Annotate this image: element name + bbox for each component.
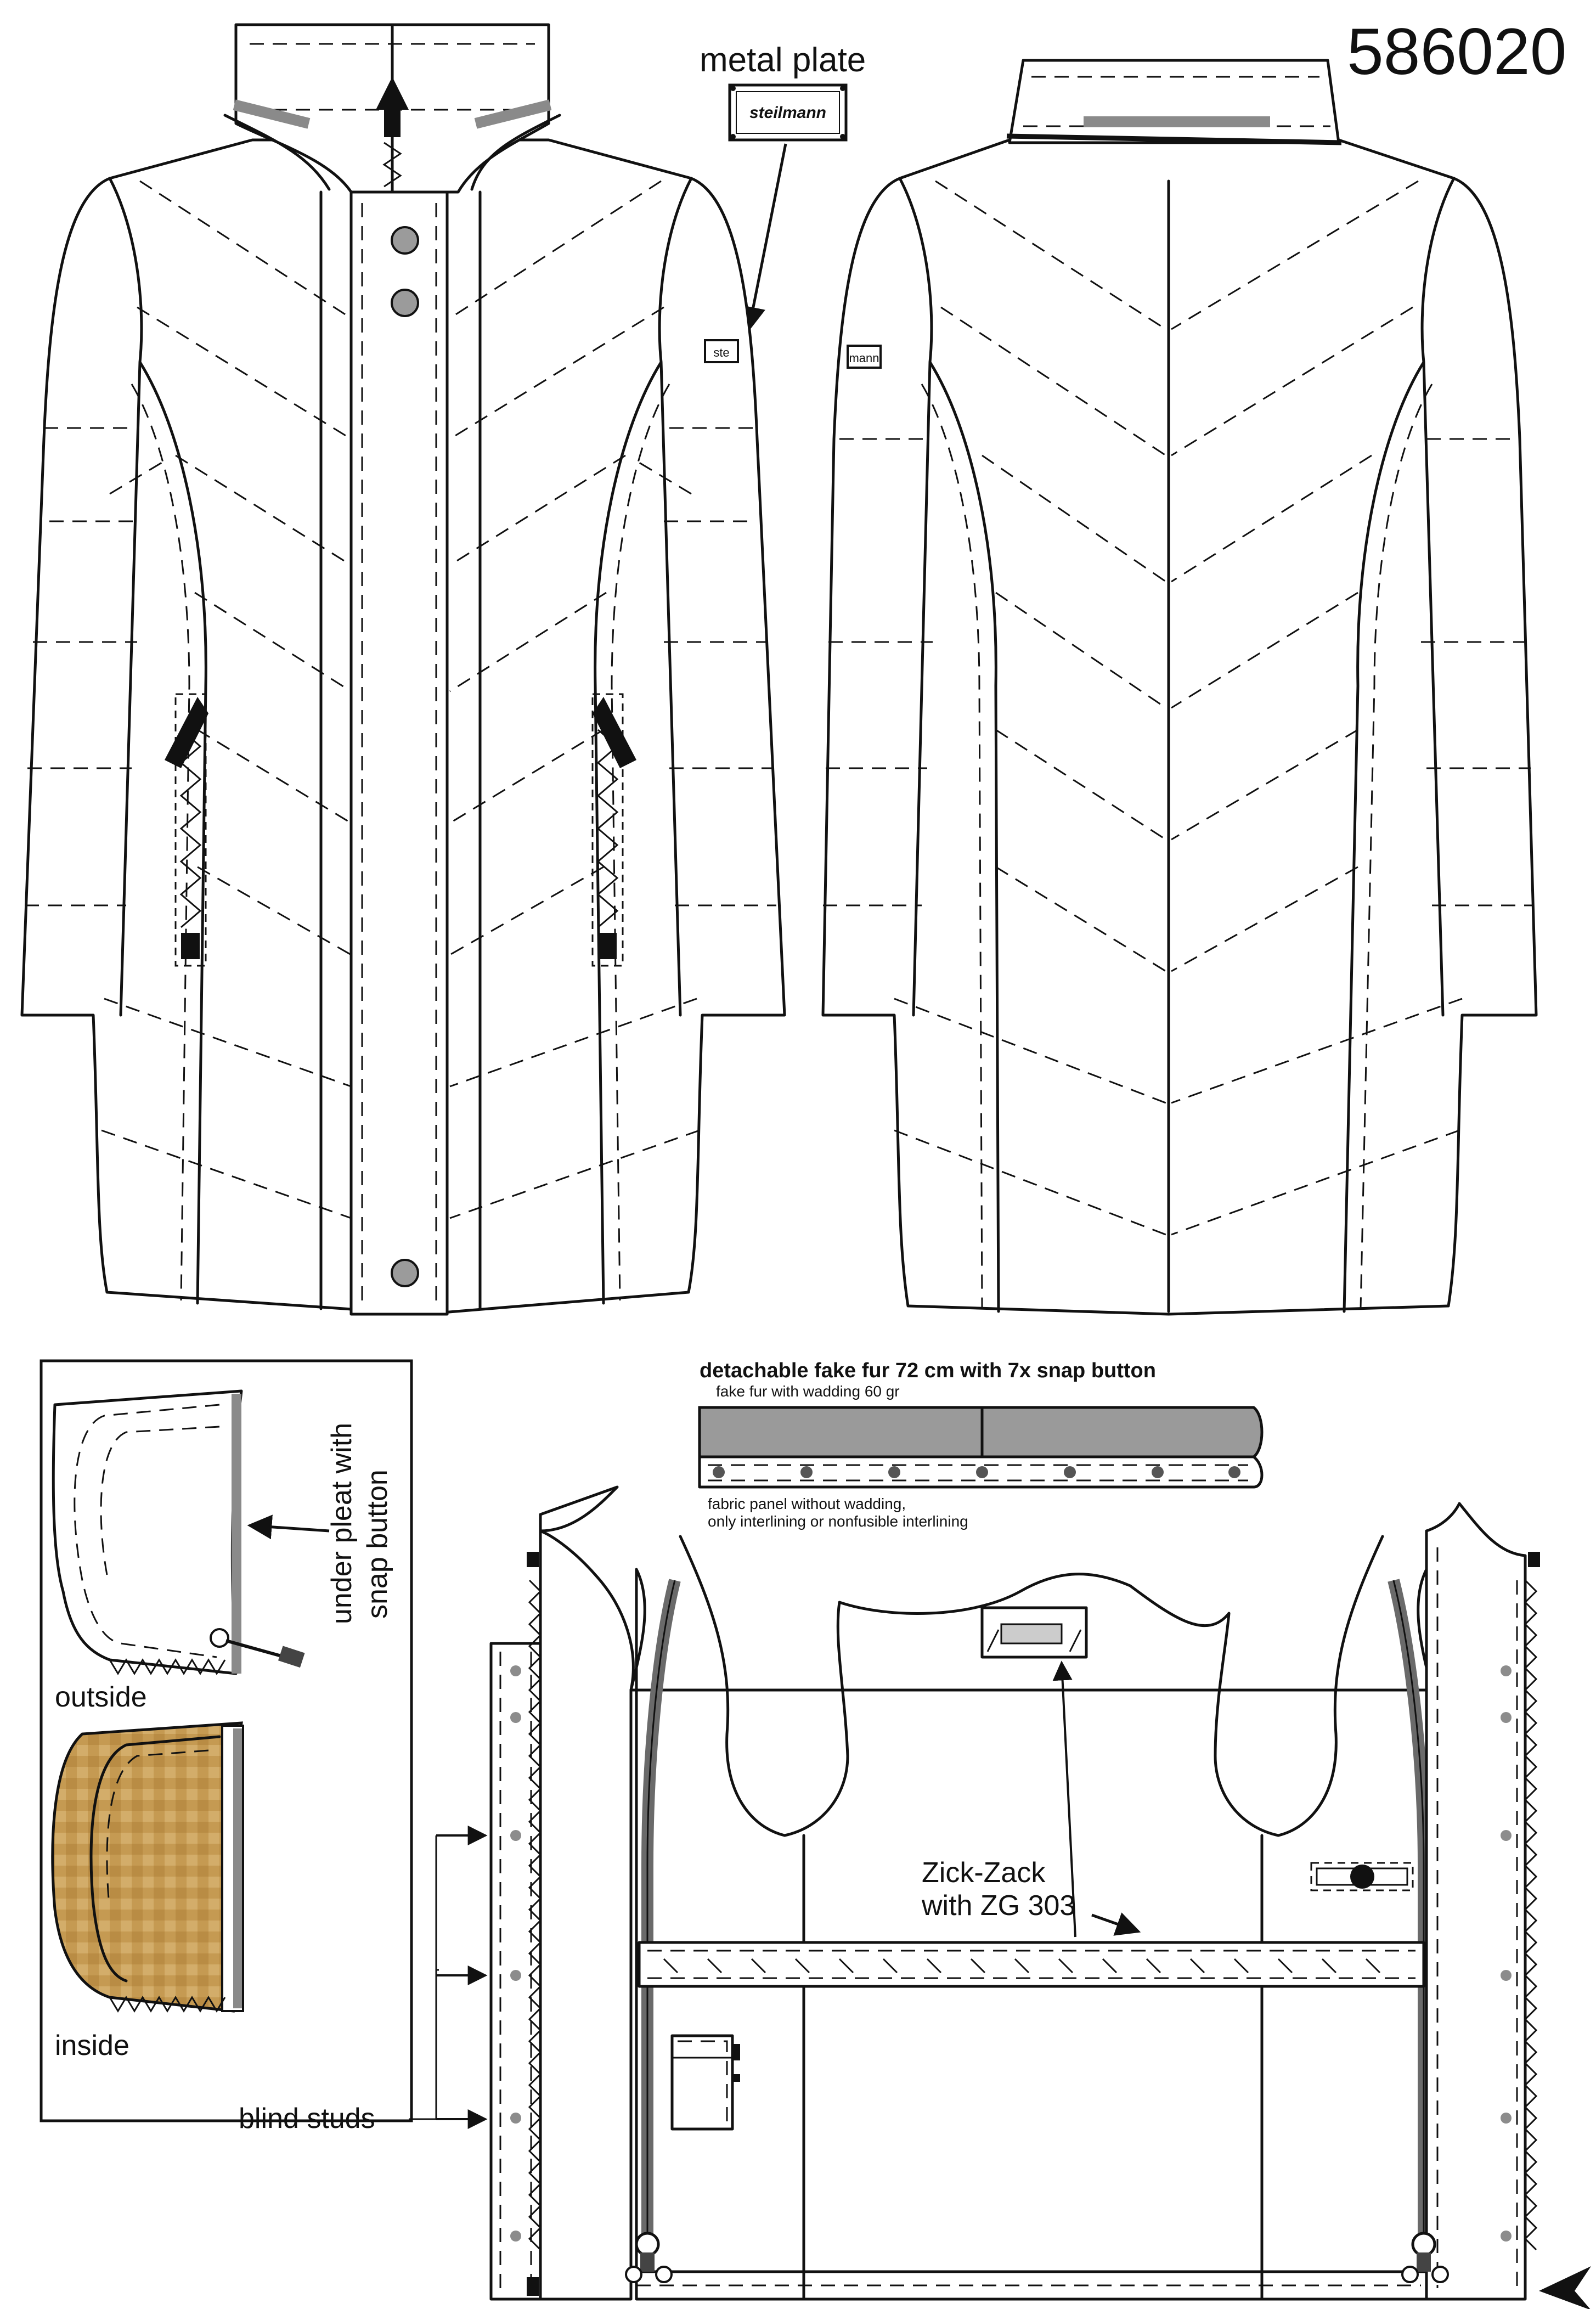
metal-plate-icon: steilmann	[728, 83, 848, 142]
front-placket	[319, 190, 482, 1316]
zipper-pull-icon	[376, 77, 409, 137]
snap-button-icon	[391, 289, 419, 317]
outside-label: outside	[55, 1681, 147, 1713]
under-pleat-label-1: under pleat with	[326, 1423, 358, 1624]
snap-button-icon	[1152, 1466, 1164, 1478]
snap-button-icon	[391, 1259, 419, 1287]
back-quilting-lines	[823, 180, 1533, 1236]
zick-zack-band	[638, 1941, 1425, 1988]
right-facing-studs	[1501, 1665, 1512, 2242]
zipper-pull-icon	[625, 2232, 673, 2283]
article-number: 586020	[1347, 15, 1566, 88]
snap-button-icon	[800, 1466, 813, 1478]
zick-zack-label-2: with ZG 303	[921, 1890, 1075, 1922]
svg-text:mann: mann	[849, 351, 879, 365]
front-left-pocket	[165, 693, 208, 967]
metal-plate-text: steilmann	[749, 104, 826, 122]
sleeve-badge-back: mann	[847, 345, 882, 369]
inner-small-pocket	[670, 2034, 740, 2131]
hood-detail-box: outside inside under pleat with snap but…	[40, 1359, 413, 2122]
under-pleat-callout: under pleat with snap button	[247, 1423, 393, 1624]
button-icon	[1350, 1865, 1374, 1889]
fake-fur-strip: detachable fake fur 72 cm with 7x snap b…	[698, 1359, 1264, 1530]
panel-note-1: fabric panel without wadding,	[708, 1495, 906, 1512]
snap-button-icon	[1064, 1466, 1076, 1478]
metal-plate-label: metal plate	[700, 41, 866, 79]
zick-zack-label-1: Zick-Zack	[922, 1857, 1046, 1889]
zipper-pull-icon	[593, 697, 636, 768]
fake-fur-title: detachable fake fur 72 cm with 7x snap b…	[700, 1359, 1156, 1382]
snap-button-icon	[1228, 1466, 1240, 1478]
metal-plate-arrow	[741, 143, 787, 332]
panel-note-2: only interlining or nonfusible interlini…	[708, 1513, 968, 1530]
zipper-pull-icon	[165, 697, 208, 768]
coat-back-view: mann	[821, 59, 1538, 1316]
blind-studs-label: blind studs	[239, 2103, 375, 2135]
fur-snap-buttons	[713, 1466, 1240, 1478]
arrow-icon	[1091, 1912, 1141, 1936]
blind-stud-column	[510, 1665, 521, 2242]
snap-button-icon	[391, 226, 419, 255]
snap-button-icon	[976, 1466, 988, 1478]
coat-interior-view: Zick-Zack with ZG 303	[489, 1485, 1591, 2309]
arrow-icon	[247, 1514, 330, 1540]
sleeve-badge-front: ste	[704, 339, 739, 363]
inner-chest-pocket	[1310, 1862, 1414, 1891]
hanger-label	[980, 1606, 1088, 1659]
hood-inside	[51, 1721, 244, 2013]
inside-label: inside	[55, 2030, 129, 2062]
snap-button-icon	[713, 1466, 725, 1478]
zipper-pull-icon	[1401, 2232, 1449, 2283]
back-collar	[1006, 59, 1342, 145]
under-pleat-label-2: snap button	[362, 1469, 393, 1619]
arrow-icon	[1539, 2266, 1591, 2309]
arrow-icon	[1052, 1660, 1076, 1938]
zipper-pull-icon	[210, 1628, 305, 1668]
blind-studs-callout: blind studs	[239, 1826, 488, 2135]
fake-fur-subtitle: fake fur with wadding 60 gr	[716, 1383, 900, 1400]
hood-outside	[52, 1389, 305, 1675]
svg-text:ste: ste	[713, 346, 729, 359]
metal-plate-callout: metal plate steilmann	[700, 41, 866, 332]
front-right-pocket	[591, 693, 636, 967]
front-collar	[223, 23, 561, 194]
coat-front-view: ste	[20, 23, 786, 1316]
snap-button-icon	[888, 1466, 900, 1478]
